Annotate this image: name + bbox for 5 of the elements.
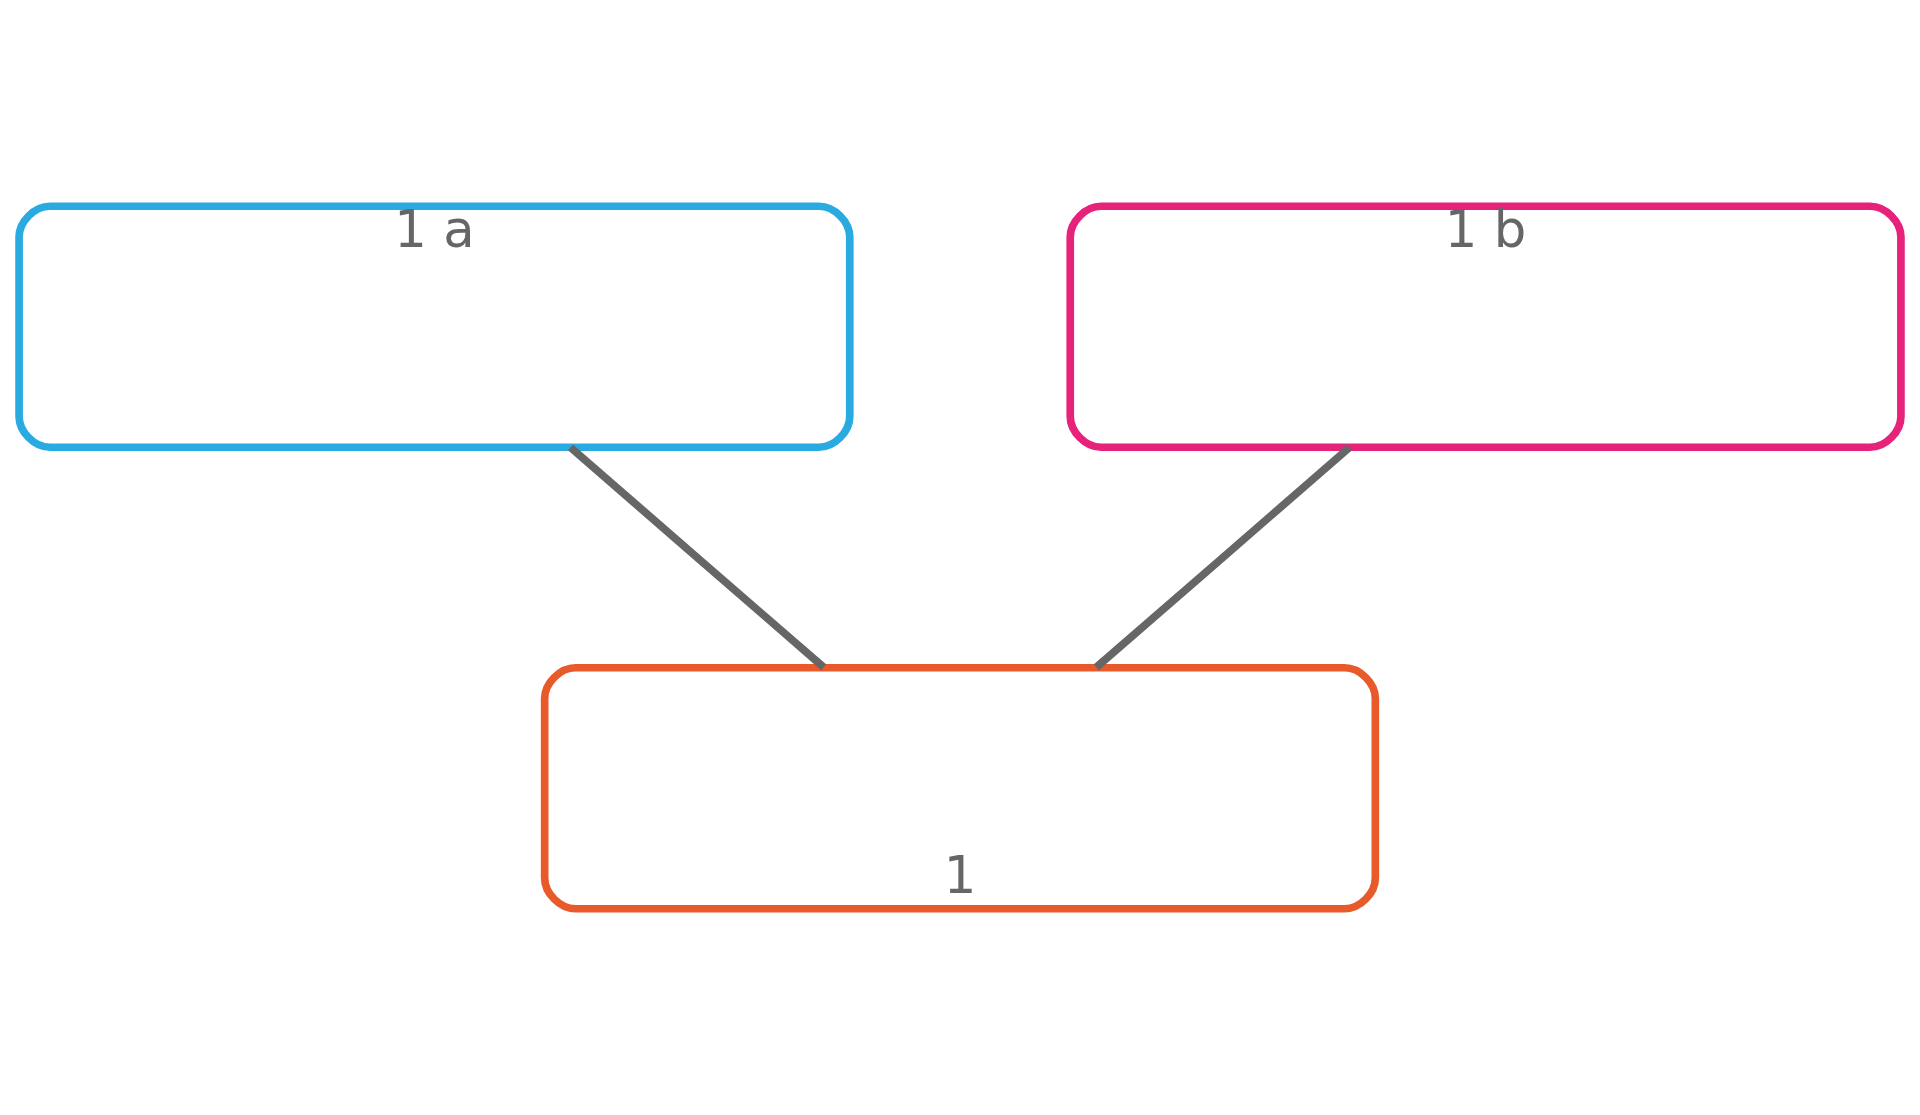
connector [567, 444, 827, 671]
connector [1093, 444, 1353, 671]
node-box: 1 [540, 663, 1380, 913]
node-box: 1 b [1066, 202, 1905, 452]
node-box: 1 a [15, 202, 854, 452]
